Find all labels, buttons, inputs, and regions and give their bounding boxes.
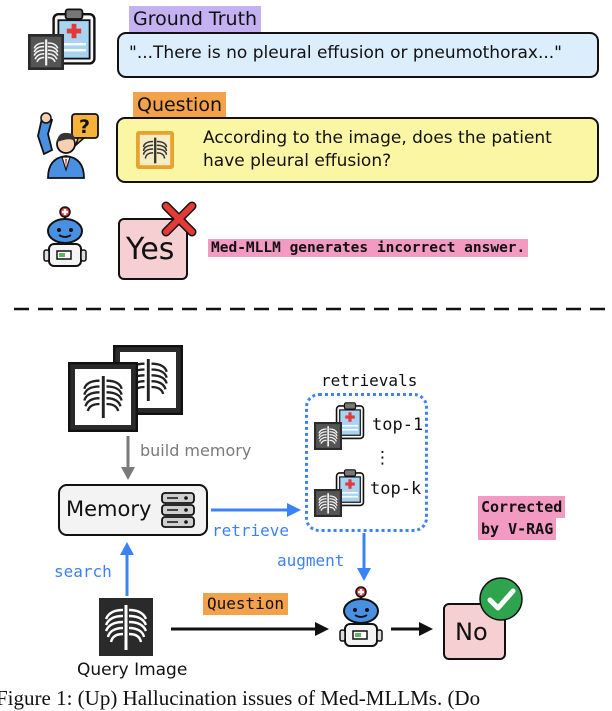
- database-icon: [161, 492, 195, 528]
- correct-check-icon: [479, 577, 523, 621]
- yes-answer-text: Yes: [126, 232, 175, 267]
- ellipsis-label: ⋮: [374, 448, 391, 468]
- question-bubble: According to the image, does the patient…: [116, 117, 599, 183]
- augment-arrow: [357, 533, 371, 581]
- ground-truth-text: "...There is no pleural effusion or pneu…: [129, 43, 562, 63]
- ground-truth-label: Ground Truth: [129, 6, 262, 32]
- v-rag-robot-icon: [336, 584, 386, 650]
- memory-box: Memory: [58, 484, 208, 536]
- no-answer-box: No: [443, 603, 506, 660]
- build-memory-label: build memory: [140, 441, 252, 460]
- figure-caption: Figure 1: (Up) Hallucination issues of M…: [0, 686, 481, 710]
- retrievals-box: top-1 ⋮ top-k: [305, 393, 428, 532]
- wrong-cross-icon: [161, 201, 197, 237]
- corrected-note: Corrected by V-RAG: [478, 496, 578, 540]
- corrected-line-2: by V-RAG: [478, 518, 557, 540]
- question-arrow: [171, 622, 329, 636]
- no-answer-text: No: [455, 618, 488, 646]
- corrected-line-1: Corrected: [478, 496, 566, 518]
- question-label: Question: [133, 92, 226, 118]
- retrieve-arrow: [211, 503, 301, 517]
- ground-truth-icon-group: [28, 6, 108, 76]
- top-1-label: top-1: [372, 415, 424, 435]
- query-image-icon: [99, 598, 153, 656]
- ground-truth-bubble: "...There is no pleural effusion or pneu…: [117, 32, 599, 78]
- search-arrow: [120, 542, 134, 596]
- doctor-question-icon: ?: [37, 112, 99, 179]
- memory-label: Memory: [66, 497, 152, 521]
- chest-xray-icon: [28, 34, 64, 70]
- top-k-label: top-k: [370, 479, 422, 499]
- answer-arrow: [391, 622, 433, 636]
- svg-text:?: ?: [79, 116, 90, 138]
- robot-icon: [40, 206, 90, 268]
- build-memory-arrow: [121, 436, 135, 480]
- question-text: According to the image, does the patient…: [203, 128, 552, 171]
- retrieve-label: retrieve: [212, 521, 290, 540]
- chest-xray-icon: [314, 422, 342, 450]
- xray-stack-front: [68, 362, 138, 432]
- chest-xray-icon: [136, 131, 174, 169]
- yes-answer-box: Yes: [118, 218, 188, 280]
- search-label: search: [54, 562, 112, 581]
- question-arrow-label: Question: [203, 593, 289, 615]
- section-divider: [14, 307, 612, 311]
- incorrect-answer-note: Med-MLLM generates incorrect answer.: [208, 239, 529, 257]
- retrievals-label: retrievals: [321, 371, 418, 390]
- augment-label: augment: [277, 551, 345, 570]
- chest-xray-icon: [314, 489, 342, 517]
- query-image-label: Query Image: [77, 660, 188, 680]
